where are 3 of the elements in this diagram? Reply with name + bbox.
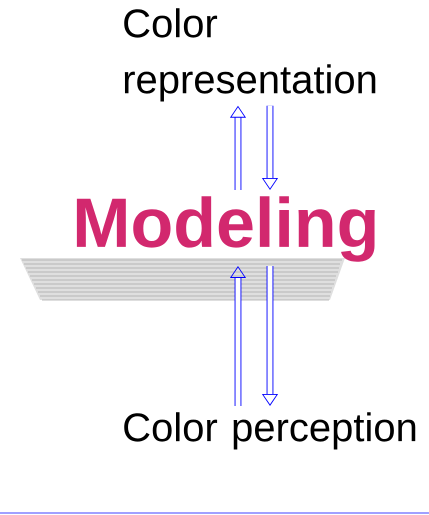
caption-text: Color representation [124,8,376,102]
word-art: Modeling [76,196,375,262]
caption-text: Color perception [124,412,416,450]
